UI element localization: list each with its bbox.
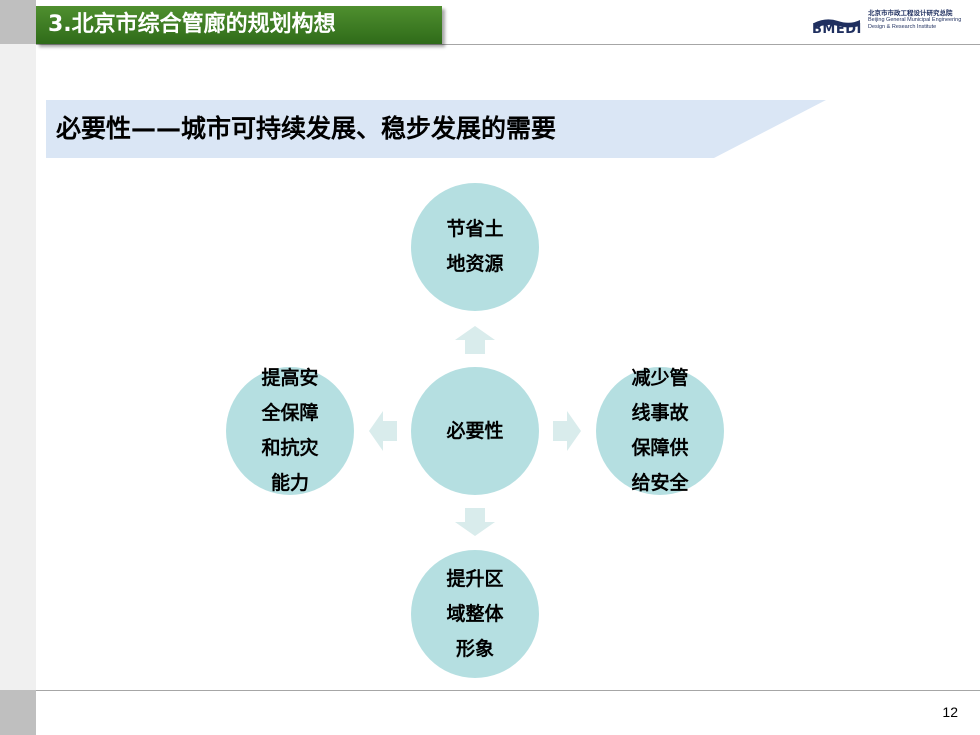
subtitle-text: 必要性——城市可持续发展、稳步发展的需要 <box>56 114 557 143</box>
circle-line: 和抗灾 <box>261 437 319 459</box>
circle-save-land: 节省土 地资源 <box>411 183 539 311</box>
circle-line: 节省土 <box>446 218 504 240</box>
page-number: 12 <box>942 704 958 720</box>
circle-line: 地资源 <box>446 253 504 275</box>
circle-safety: 提高安 全保障 和抗灾 能力 <box>226 367 354 495</box>
left-margin-strip <box>0 0 36 735</box>
arrow-right-icon <box>553 411 581 451</box>
logo-name-en-1: Beijing General Municipal Engineering <box>868 17 962 23</box>
arrow-down-icon <box>455 508 495 536</box>
logo-caption: 北京市市政工程设计研究总院 Beijing General Municipal … <box>868 10 972 31</box>
circle-line: 给安全 <box>631 472 689 494</box>
circle-line: 形象 <box>455 637 494 660</box>
circle-line: 全保障 <box>261 402 319 424</box>
bottom-corner-block <box>0 690 36 735</box>
logo-mark-text: BMEDI <box>812 22 862 37</box>
circle-reduce-accidents: 减少管 线事故 保障供 给安全 <box>596 367 724 495</box>
logo-wave-icon <box>814 19 860 28</box>
circle-line: 必要性 <box>446 419 504 442</box>
banner-shape <box>46 100 826 158</box>
logo-name-cn: 北京市市政工程设计研究总院 <box>868 10 953 17</box>
circle-regional-image: 提升区 域整体 形象 <box>411 550 539 678</box>
arrow-up-icon <box>455 326 495 354</box>
subtitle-banner: 必要性——城市可持续发展、稳步发展的需要 <box>46 100 826 158</box>
header-divider <box>36 44 980 45</box>
circle-line: 域整体 <box>446 602 504 625</box>
footer-divider <box>36 690 980 691</box>
bmedi-logo: BMEDI 北京市市政工程设计研究总院 Beijing General Muni… <box>812 9 972 39</box>
circle-line: 减少管 <box>631 367 689 389</box>
logo-name-en-2: Design & Research Institute <box>868 24 937 30</box>
section-title: 3.北京市综合管廊的规划构想 <box>36 6 442 44</box>
circle-line: 提升区 <box>446 567 504 590</box>
arrow-left-icon <box>369 411 397 451</box>
top-corner-block <box>0 0 36 44</box>
circle-line: 提高安 <box>261 367 319 389</box>
circle-line: 保障供 <box>631 437 689 459</box>
circle-line: 能力 <box>270 472 309 494</box>
circle-necessity: 必要性 <box>411 367 539 495</box>
circle-line: 线事故 <box>631 402 689 424</box>
